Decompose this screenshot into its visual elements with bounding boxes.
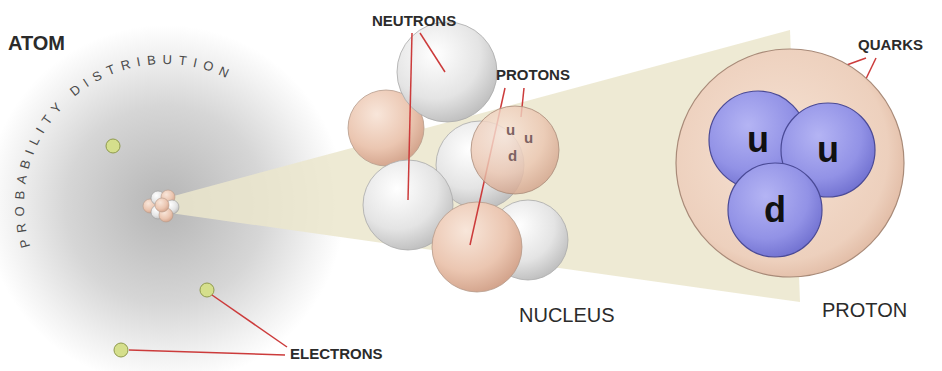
quark-letter: u xyxy=(747,122,769,158)
electron xyxy=(200,283,214,297)
proton-circle: PROTONuud xyxy=(675,48,905,278)
atom-label: ATOM xyxy=(8,33,65,53)
leader-line xyxy=(212,295,287,347)
small-nucleus xyxy=(143,190,179,222)
part-label: QUARKS xyxy=(858,37,923,52)
quark-circle: d xyxy=(727,162,823,258)
quark-letter: u xyxy=(524,130,533,145)
part-label: PROTONS xyxy=(496,67,570,82)
proton-label: PROTON xyxy=(822,300,907,320)
cloud-label: PROBABILITY DISTRIBUTION xyxy=(12,52,231,250)
electron xyxy=(114,343,128,357)
part-label: NUCLEUS xyxy=(519,305,615,325)
nucleus-proton: uud xyxy=(470,105,560,195)
quark-letter: d xyxy=(764,192,786,228)
leader-line xyxy=(420,33,445,72)
electron xyxy=(106,139,120,153)
leader-line xyxy=(129,350,285,355)
quark-letter: u xyxy=(817,132,839,168)
part-label: NEUTRONS xyxy=(372,13,456,28)
nucleus-proton-shape xyxy=(471,106,559,194)
proton-circle-shape xyxy=(676,49,904,277)
leader-line xyxy=(408,33,412,200)
part-label: ELECTRONS xyxy=(290,346,383,361)
electrons xyxy=(106,139,214,357)
quark-letter: u xyxy=(506,122,515,137)
quark-circle-shape xyxy=(728,163,822,257)
quark-letter: d xyxy=(508,148,517,163)
nucleon xyxy=(155,198,169,212)
nucleus-enlarged xyxy=(348,22,568,292)
